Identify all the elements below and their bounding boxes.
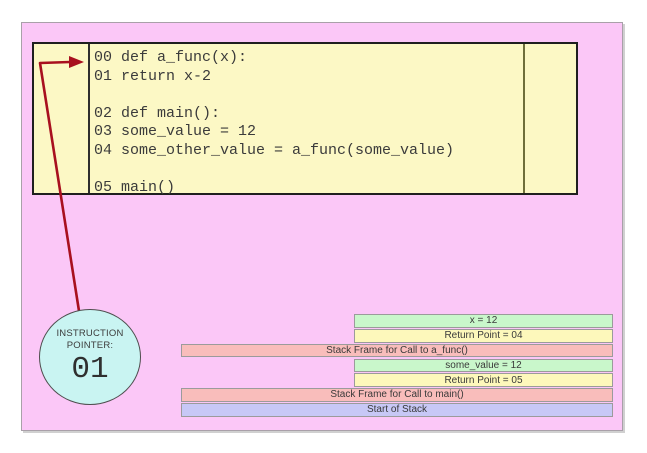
instruction-pointer-badge: INSTRUCTION POINTER: 01 [39, 309, 141, 405]
code-line-01: 01 return x-2 [94, 67, 212, 85]
stack-item-frame-a-func: Stack Frame for Call to a_func() [181, 343, 613, 358]
stack-item-return-point-04: Return Point = 04 [354, 329, 613, 343]
stack-item-start-of-stack: Start of Stack [181, 403, 613, 417]
code-line-05: 05 main() [94, 179, 176, 197]
code-line-02: 02 def main(): [94, 104, 221, 122]
gutter-divider [88, 44, 90, 193]
stack-item-var-some-value: some_value = 12 [354, 358, 613, 373]
code-line-00: 00 def a_func(x): [94, 49, 248, 66]
instruction-pointer-label-line2: POINTER: [66, 339, 114, 351]
code-panel: 00 def a_func(x): 01 return x-2 02 def m… [32, 42, 578, 198]
code-line-03: 03 some_value = 12 [94, 123, 257, 141]
code-line-blank-2 [94, 161, 454, 180]
instruction-pointer-value: 01 [71, 352, 109, 387]
code-listing: 00 def a_func(x): 01 return x-2 02 def m… [94, 49, 454, 198]
right-column-divider [523, 44, 525, 193]
instruction-pointer-label-line1: INSTRUCTION [56, 328, 124, 339]
code-line-blank [94, 86, 454, 105]
code-line-04: 04 some_other_value = a_func(some_value) [94, 141, 455, 159]
stack-item-var-x: x = 12 [354, 314, 613, 328]
stack-item-return-point-05: Return Point = 05 [354, 373, 613, 387]
stack-item-frame-main: Stack Frame for Call to main() [181, 388, 613, 402]
